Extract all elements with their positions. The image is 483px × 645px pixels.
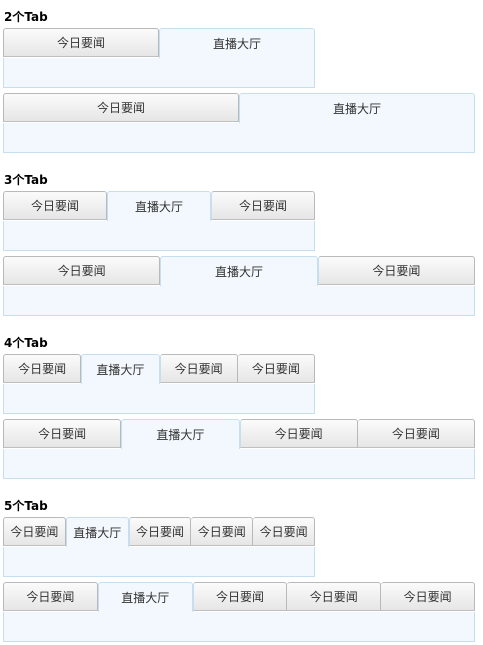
tab-bar: 今日要闻 直播大厅	[3, 28, 315, 58]
tab-live-hall[interactable]: 直播大厅	[97, 582, 193, 612]
tab-panel	[3, 547, 315, 577]
tab-bar: 今日要闻 直播大厅 今日要闻 今日要闻	[3, 419, 475, 449]
tab-panel	[3, 123, 475, 153]
tab-bar: 今日要闻 直播大厅 今日要闻 今日要闻 今日要闻	[3, 517, 315, 547]
tab-news[interactable]: 今日要闻	[3, 191, 107, 220]
tab-widget-3-narrow: 今日要闻 直播大厅 今日要闻	[3, 191, 315, 251]
tab-live-hall[interactable]: 直播大厅	[160, 256, 318, 286]
tab-news[interactable]: 今日要闻	[3, 28, 159, 57]
tab-bar: 今日要闻 直播大厅	[3, 93, 475, 123]
tab-widget-2-narrow: 今日要闻 直播大厅	[3, 28, 315, 88]
tab-widget-3-wide: 今日要闻 直播大厅 今日要闻	[3, 256, 475, 316]
tab-news[interactable]: 今日要闻	[191, 517, 254, 546]
tab-widget-4-wide: 今日要闻 直播大厅 今日要闻 今日要闻	[3, 419, 475, 479]
tab-news[interactable]: 今日要闻	[192, 582, 288, 611]
tab-panel	[3, 384, 315, 414]
tab-news[interactable]: 今日要闻	[3, 419, 122, 448]
tab-panel	[3, 58, 315, 88]
tab-live-hall[interactable]: 直播大厅	[239, 93, 475, 123]
tab-news[interactable]: 今日要闻	[3, 256, 161, 285]
tab-widget-4-narrow: 今日要闻 直播大厅 今日要闻 今日要闻	[3, 354, 315, 414]
tab-widget-2-wide: 今日要闻 直播大厅	[3, 93, 475, 153]
tab-live-hall[interactable]: 直播大厅	[159, 28, 315, 58]
tab-bar: 今日要闻 直播大厅 今日要闻 今日要闻	[3, 354, 315, 384]
tab-news[interactable]: 今日要闻	[237, 354, 315, 383]
tab-live-hall[interactable]: 直播大厅	[107, 191, 211, 221]
tab-panel	[3, 612, 475, 642]
tab-news[interactable]: 今日要闻	[159, 354, 238, 383]
tab-bar: 今日要闻 直播大厅 今日要闻 今日要闻 今日要闻	[3, 582, 475, 612]
tab-news[interactable]: 今日要闻	[253, 517, 315, 546]
tab-news[interactable]: 今日要闻	[128, 517, 192, 546]
tab-news[interactable]: 今日要闻	[3, 582, 98, 611]
tab-panel	[3, 449, 475, 479]
tab-live-hall[interactable]: 直播大厅	[121, 419, 240, 449]
tab-news[interactable]: 今日要闻	[239, 419, 358, 448]
tab-panel	[3, 286, 475, 316]
tab-news[interactable]: 今日要闻	[287, 582, 382, 611]
tab-news[interactable]: 今日要闻	[357, 419, 475, 448]
section-title-4-tabs: 4个Tab	[4, 336, 48, 350]
tab-live-hall[interactable]: 直播大厅	[65, 517, 129, 547]
tab-bar: 今日要闻 直播大厅 今日要闻	[3, 256, 475, 286]
tab-bar: 今日要闻 直播大厅 今日要闻	[3, 191, 315, 221]
tab-news[interactable]: 今日要闻	[3, 93, 239, 122]
tab-news[interactable]: 今日要闻	[3, 354, 82, 383]
section-title-3-tabs: 3个Tab	[4, 173, 48, 187]
tab-live-hall[interactable]: 直播大厅	[81, 354, 160, 384]
tab-news[interactable]: 今日要闻	[317, 256, 475, 285]
tab-news[interactable]: 今日要闻	[3, 517, 66, 546]
tab-panel	[3, 221, 315, 251]
tab-widget-5-wide: 今日要闻 直播大厅 今日要闻 今日要闻 今日要闻	[3, 582, 475, 642]
tab-news[interactable]: 今日要闻	[381, 582, 475, 611]
section-title-2-tabs: 2个Tab	[4, 10, 48, 24]
section-title-5-tabs: 5个Tab	[4, 499, 48, 513]
tab-widget-5-narrow: 今日要闻 直播大厅 今日要闻 今日要闻 今日要闻	[3, 517, 315, 577]
tab-news[interactable]: 今日要闻	[211, 191, 315, 220]
